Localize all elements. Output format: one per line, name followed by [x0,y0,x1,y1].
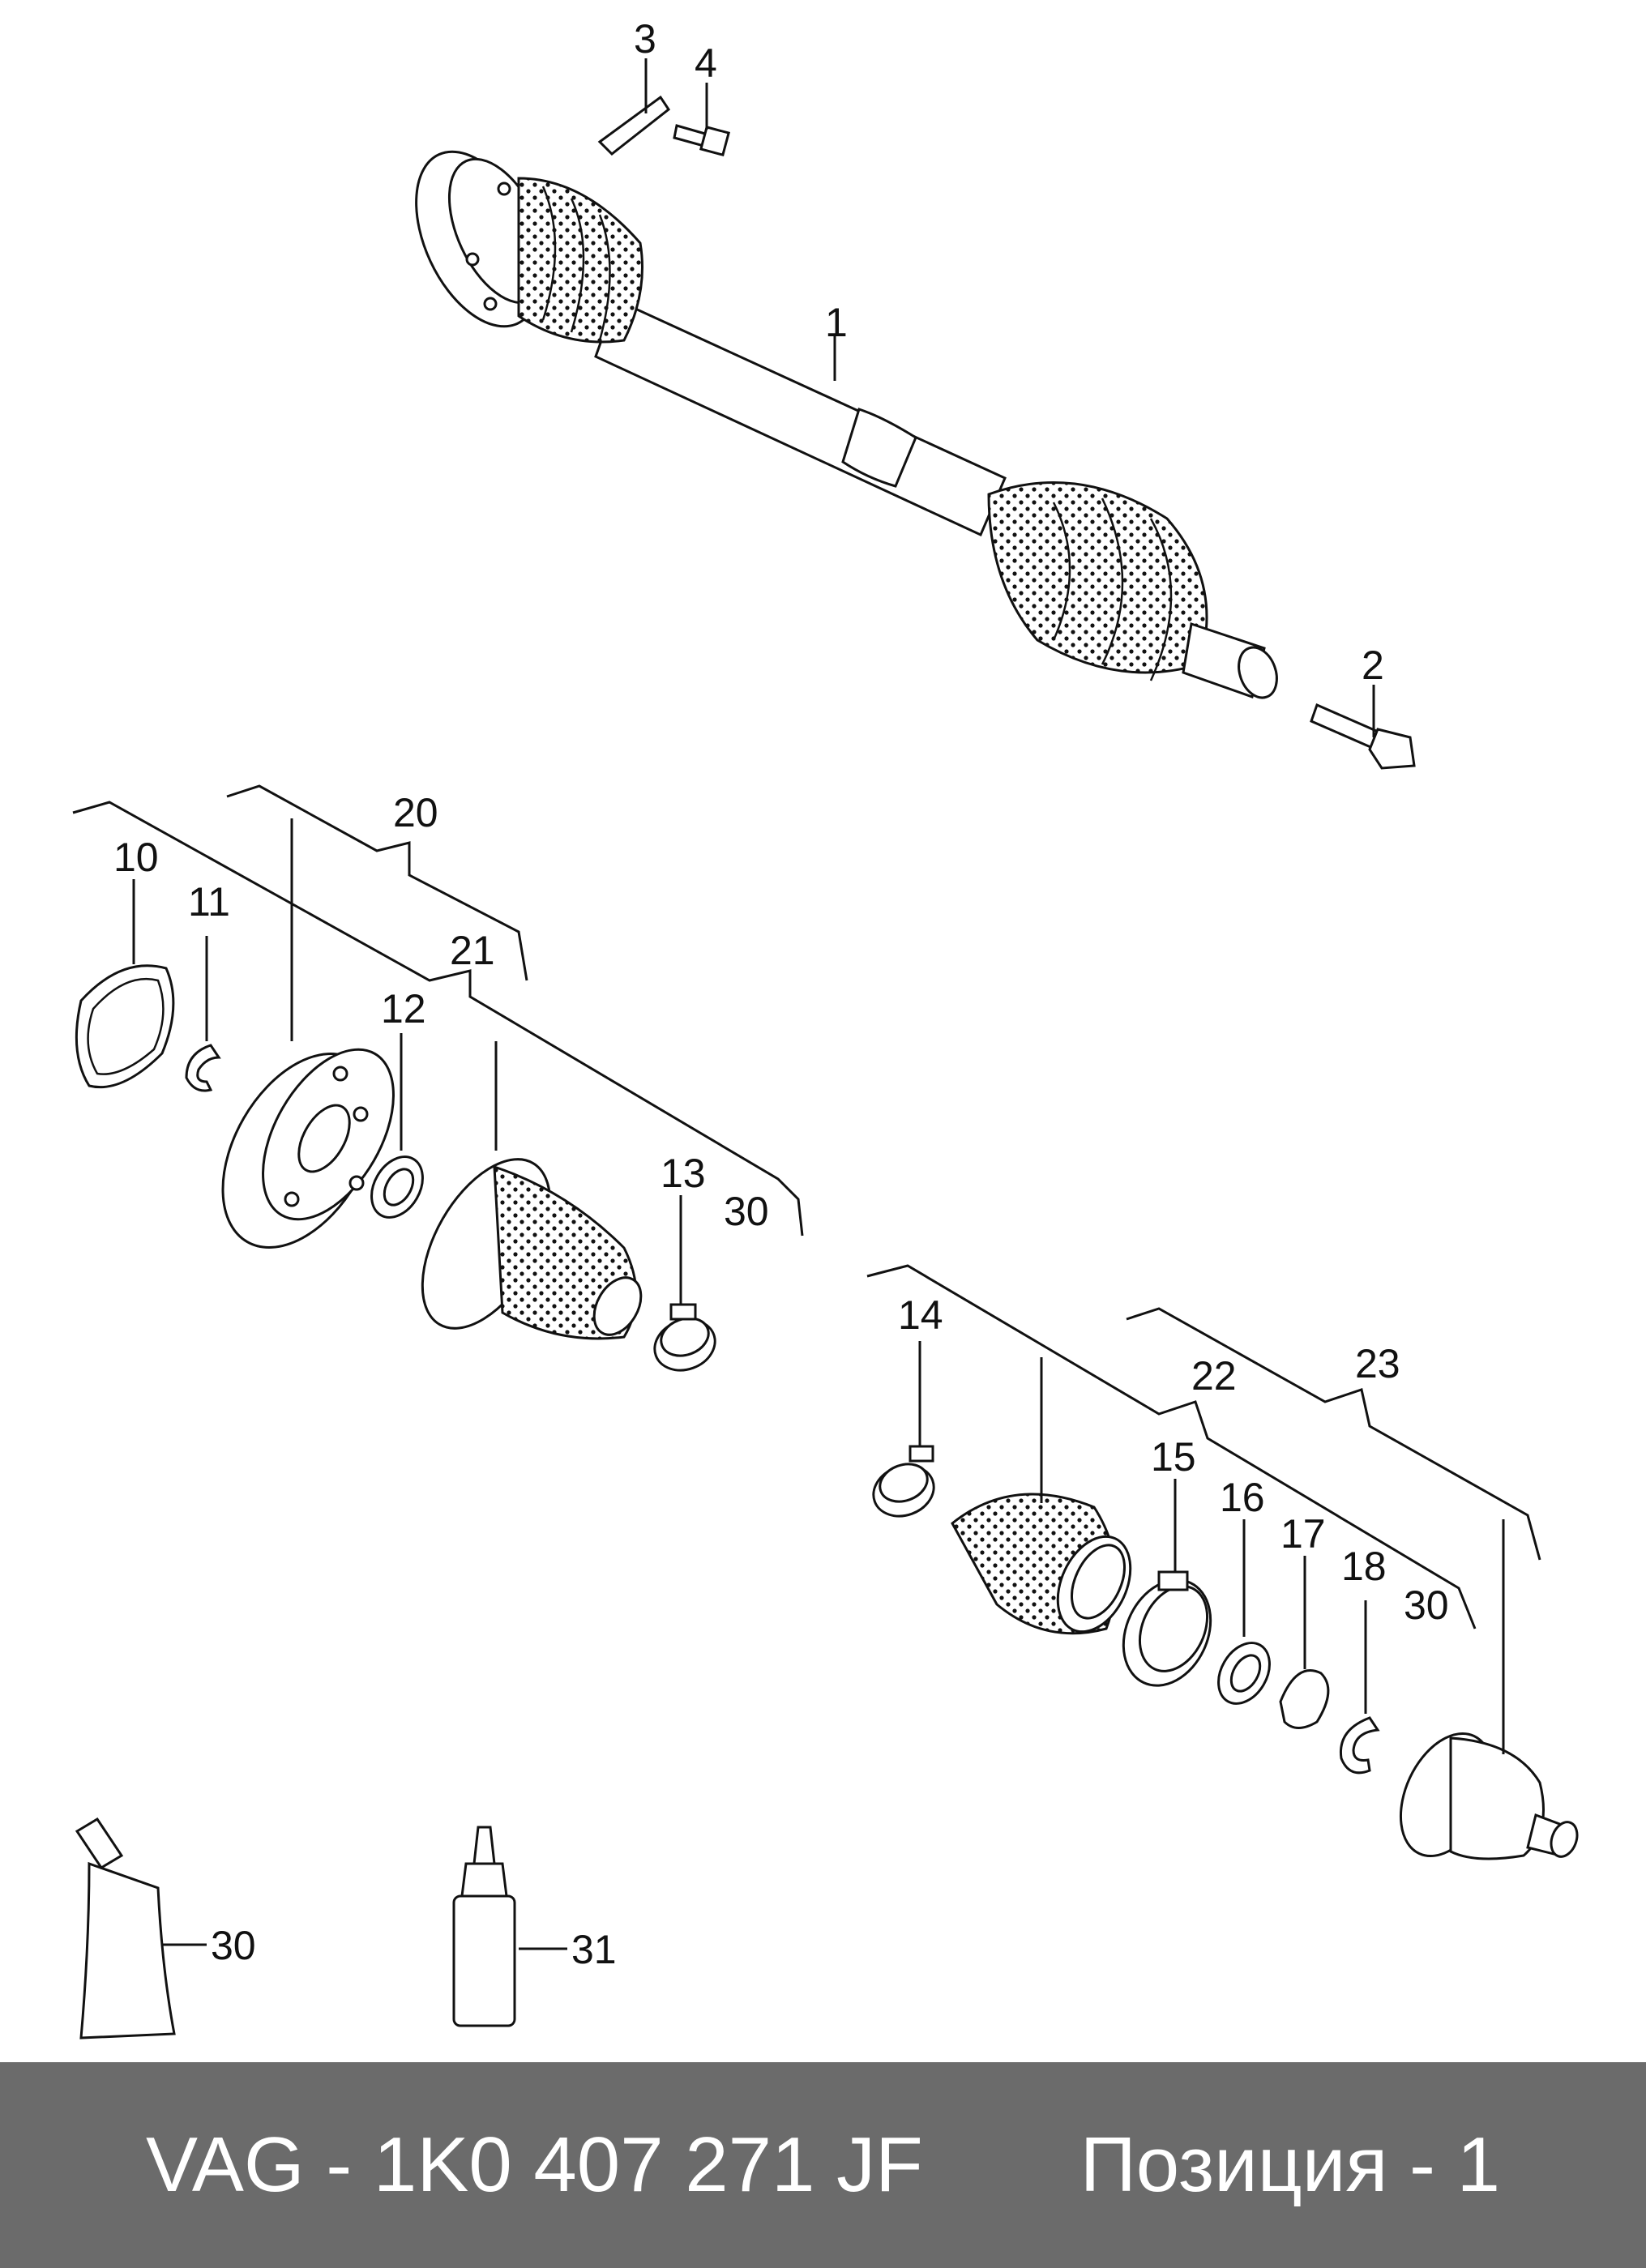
circlip-part-18 [1339,1716,1380,1775]
label-10: 10 [113,835,159,880]
label-16: 16 [1220,1475,1265,1520]
grease-tube-part-30 [75,1817,176,2039]
drive-shaft-assembly [415,150,1278,699]
footer-bar: VAG - 1K0 407 271 JF Позиция - 1 [0,2062,1646,2268]
label-22: 22 [1191,1353,1237,1399]
washer-part-16 [1217,1642,1271,1705]
label-11: 11 [188,879,230,925]
clamp-part-14 [872,1445,935,1518]
bracket-22 [866,1264,1477,1629]
label-20: 20 [393,790,438,835]
circlip-part-11 [185,1044,221,1092]
label-18: 18 [1341,1544,1387,1589]
label-4: 4 [695,41,717,86]
boot-part-22 [951,1493,1132,1635]
bolt-part-4 [673,124,730,156]
gasket-part-10 [75,964,175,1089]
label-23: 23 [1355,1341,1400,1386]
label-30-upper: 30 [724,1189,769,1234]
label-31: 31 [571,1927,617,1972]
position-label: Позиция - 1 [1080,2121,1500,2208]
bracket-21 [72,801,804,1237]
label-21: 21 [450,928,495,973]
boot-part-21 [421,1158,643,1340]
label-3: 3 [634,16,656,62]
sealant-bottle-part-31 [452,1826,516,2027]
label-30-tube: 30 [211,1923,256,1968]
label-15: 15 [1151,1434,1196,1480]
plate-part-3 [597,95,671,156]
bolt-part-2 [1310,703,1416,770]
bracket-20 [226,784,528,981]
label-30-middle: 30 [1404,1582,1449,1628]
bracket-23 [1126,1307,1541,1561]
cup-part-17 [1279,1669,1330,1729]
clamp-part-13 [653,1303,716,1372]
outer-joint-part-23 [1399,1732,1579,1860]
label-17: 17 [1280,1511,1326,1557]
label-13: 13 [661,1151,706,1196]
parts-diagram: 1 2 3 4 20 21 30 10 11 [72,16,1579,2039]
joint-flange-part-20 [221,1048,395,1249]
label-1: 1 [825,300,848,345]
clamp-part-15 [1122,1570,1212,1687]
washer-part-12 [370,1155,424,1219]
label-14: 14 [898,1292,943,1338]
label-2: 2 [1362,643,1384,688]
part-number: VAG - 1K0 407 271 JF [146,2121,923,2208]
label-12: 12 [381,986,426,1031]
